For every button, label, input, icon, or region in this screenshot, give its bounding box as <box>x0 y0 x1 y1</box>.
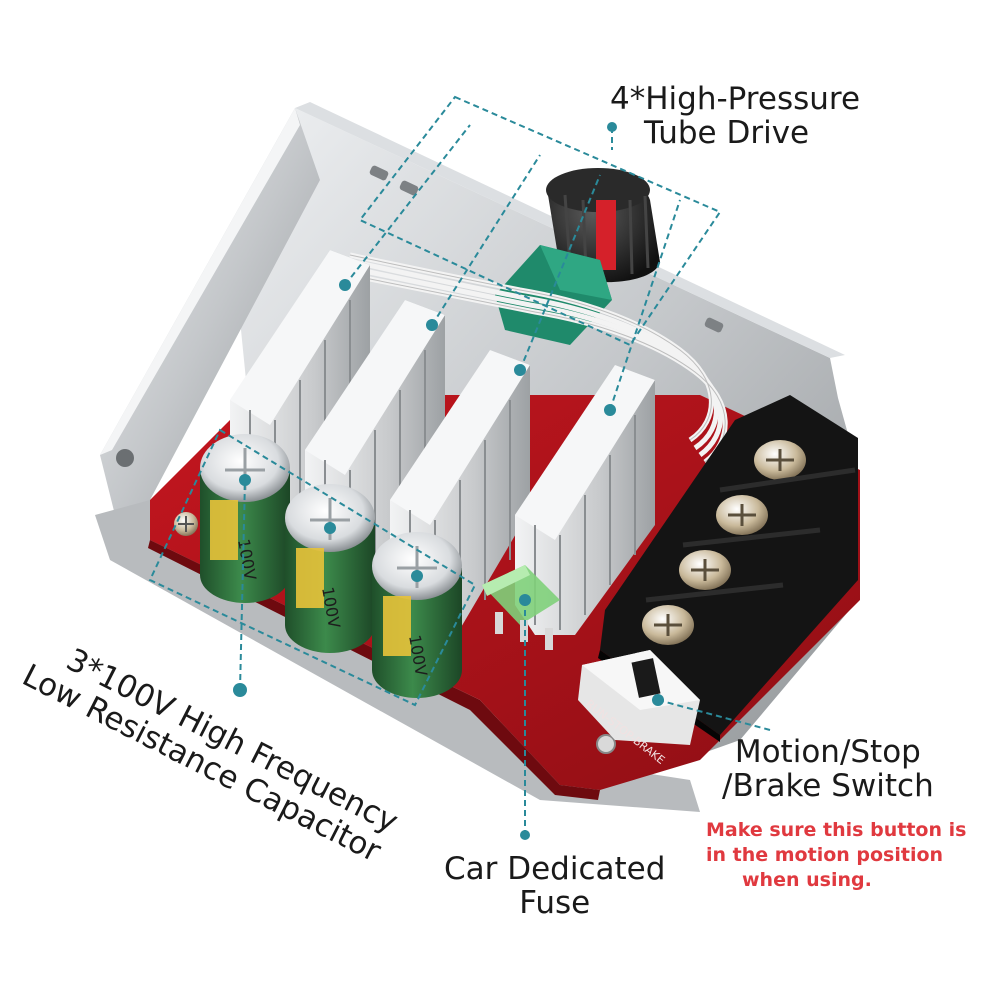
callout-line-tube-4 <box>609 199 681 411</box>
tube-drive-label-line-1: 4*High-Pressure <box>610 81 861 117</box>
fuse-label-line-1: Car Dedicated <box>444 851 666 887</box>
tube-drive-label-line-2: Tube Drive <box>644 115 810 151</box>
capacitor-3: 100V <box>372 532 462 698</box>
heatsink-4 <box>515 365 655 635</box>
capacitor-1: 100V <box>200 434 290 603</box>
switch-label-line-1: Motion/Stop <box>734 734 921 770</box>
mount-hole-icon <box>116 449 134 467</box>
tube-drive-callout-box <box>358 95 722 347</box>
warning-note-line-1: Make sure this button is <box>706 819 967 841</box>
callout-lines <box>148 95 771 835</box>
switch-label: Motion/Stop /Brake Switch <box>722 735 934 803</box>
callout-dots <box>233 122 664 840</box>
capacitor-callout-box <box>148 428 477 707</box>
callout-line-tube-2 <box>431 154 541 326</box>
callout-line-tube-3 <box>519 174 601 371</box>
terminal-screws <box>642 440 806 645</box>
callout-line-tube-1 <box>344 124 471 286</box>
fuse-label: Car Dedicated Fuse <box>444 852 665 920</box>
tube-drive-label: 4*High-Pressure Tube Drive <box>610 82 860 150</box>
warning-note-line-3: when using. <box>742 869 872 891</box>
warning-note-line-2: in the motion position <box>706 844 944 866</box>
warning-note: Make sure this button is in the motion p… <box>706 818 966 893</box>
switch-label-line-2: /Brake Switch <box>722 768 934 804</box>
capacitor-2: 100V <box>285 484 375 653</box>
capacitors: 100V 100V 100V <box>200 434 462 698</box>
fuse-label-line-2: Fuse <box>519 885 591 921</box>
